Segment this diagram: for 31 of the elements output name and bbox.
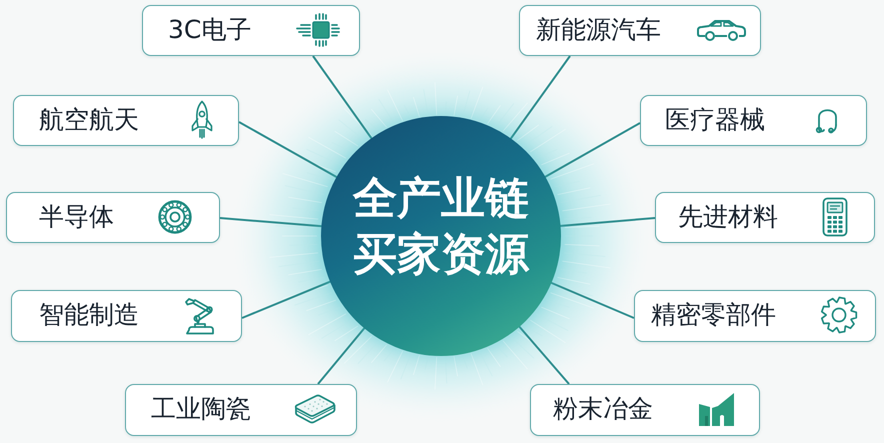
category-label: 精密零部件 (651, 300, 776, 330)
category-label: 工业陶瓷 (151, 394, 251, 424)
connector-line (220, 217, 322, 228)
category-label: 智能制造 (39, 300, 139, 330)
category-box (13, 95, 239, 146)
connector-line (238, 121, 338, 178)
category-box (640, 95, 867, 146)
connector-line (550, 282, 634, 319)
connector-line (312, 55, 373, 140)
category-box (11, 290, 242, 342)
category-box (142, 5, 360, 56)
category-label: 3C电子 (168, 14, 252, 45)
category-label: 半导体 (39, 202, 114, 232)
category-label: 先进材料 (678, 202, 778, 232)
category-label: 医疗器械 (665, 104, 765, 135)
connector-line (560, 217, 656, 227)
category-box (655, 192, 875, 243)
category-label: 新能源汽车 (536, 14, 661, 45)
connector-line (544, 122, 640, 178)
category-box (519, 5, 761, 56)
category-label: 航空航天 (39, 104, 139, 135)
connector-line (242, 280, 332, 319)
category-box (6, 192, 220, 243)
connector-line (518, 325, 570, 385)
hub-title: 全产业链买家资源 (352, 172, 530, 282)
category-box (530, 384, 760, 436)
category-box (125, 384, 357, 436)
category-box (634, 290, 876, 342)
connector-line (317, 326, 366, 385)
category-label: 粉末冶金 (553, 394, 653, 424)
connector-line (509, 55, 571, 140)
